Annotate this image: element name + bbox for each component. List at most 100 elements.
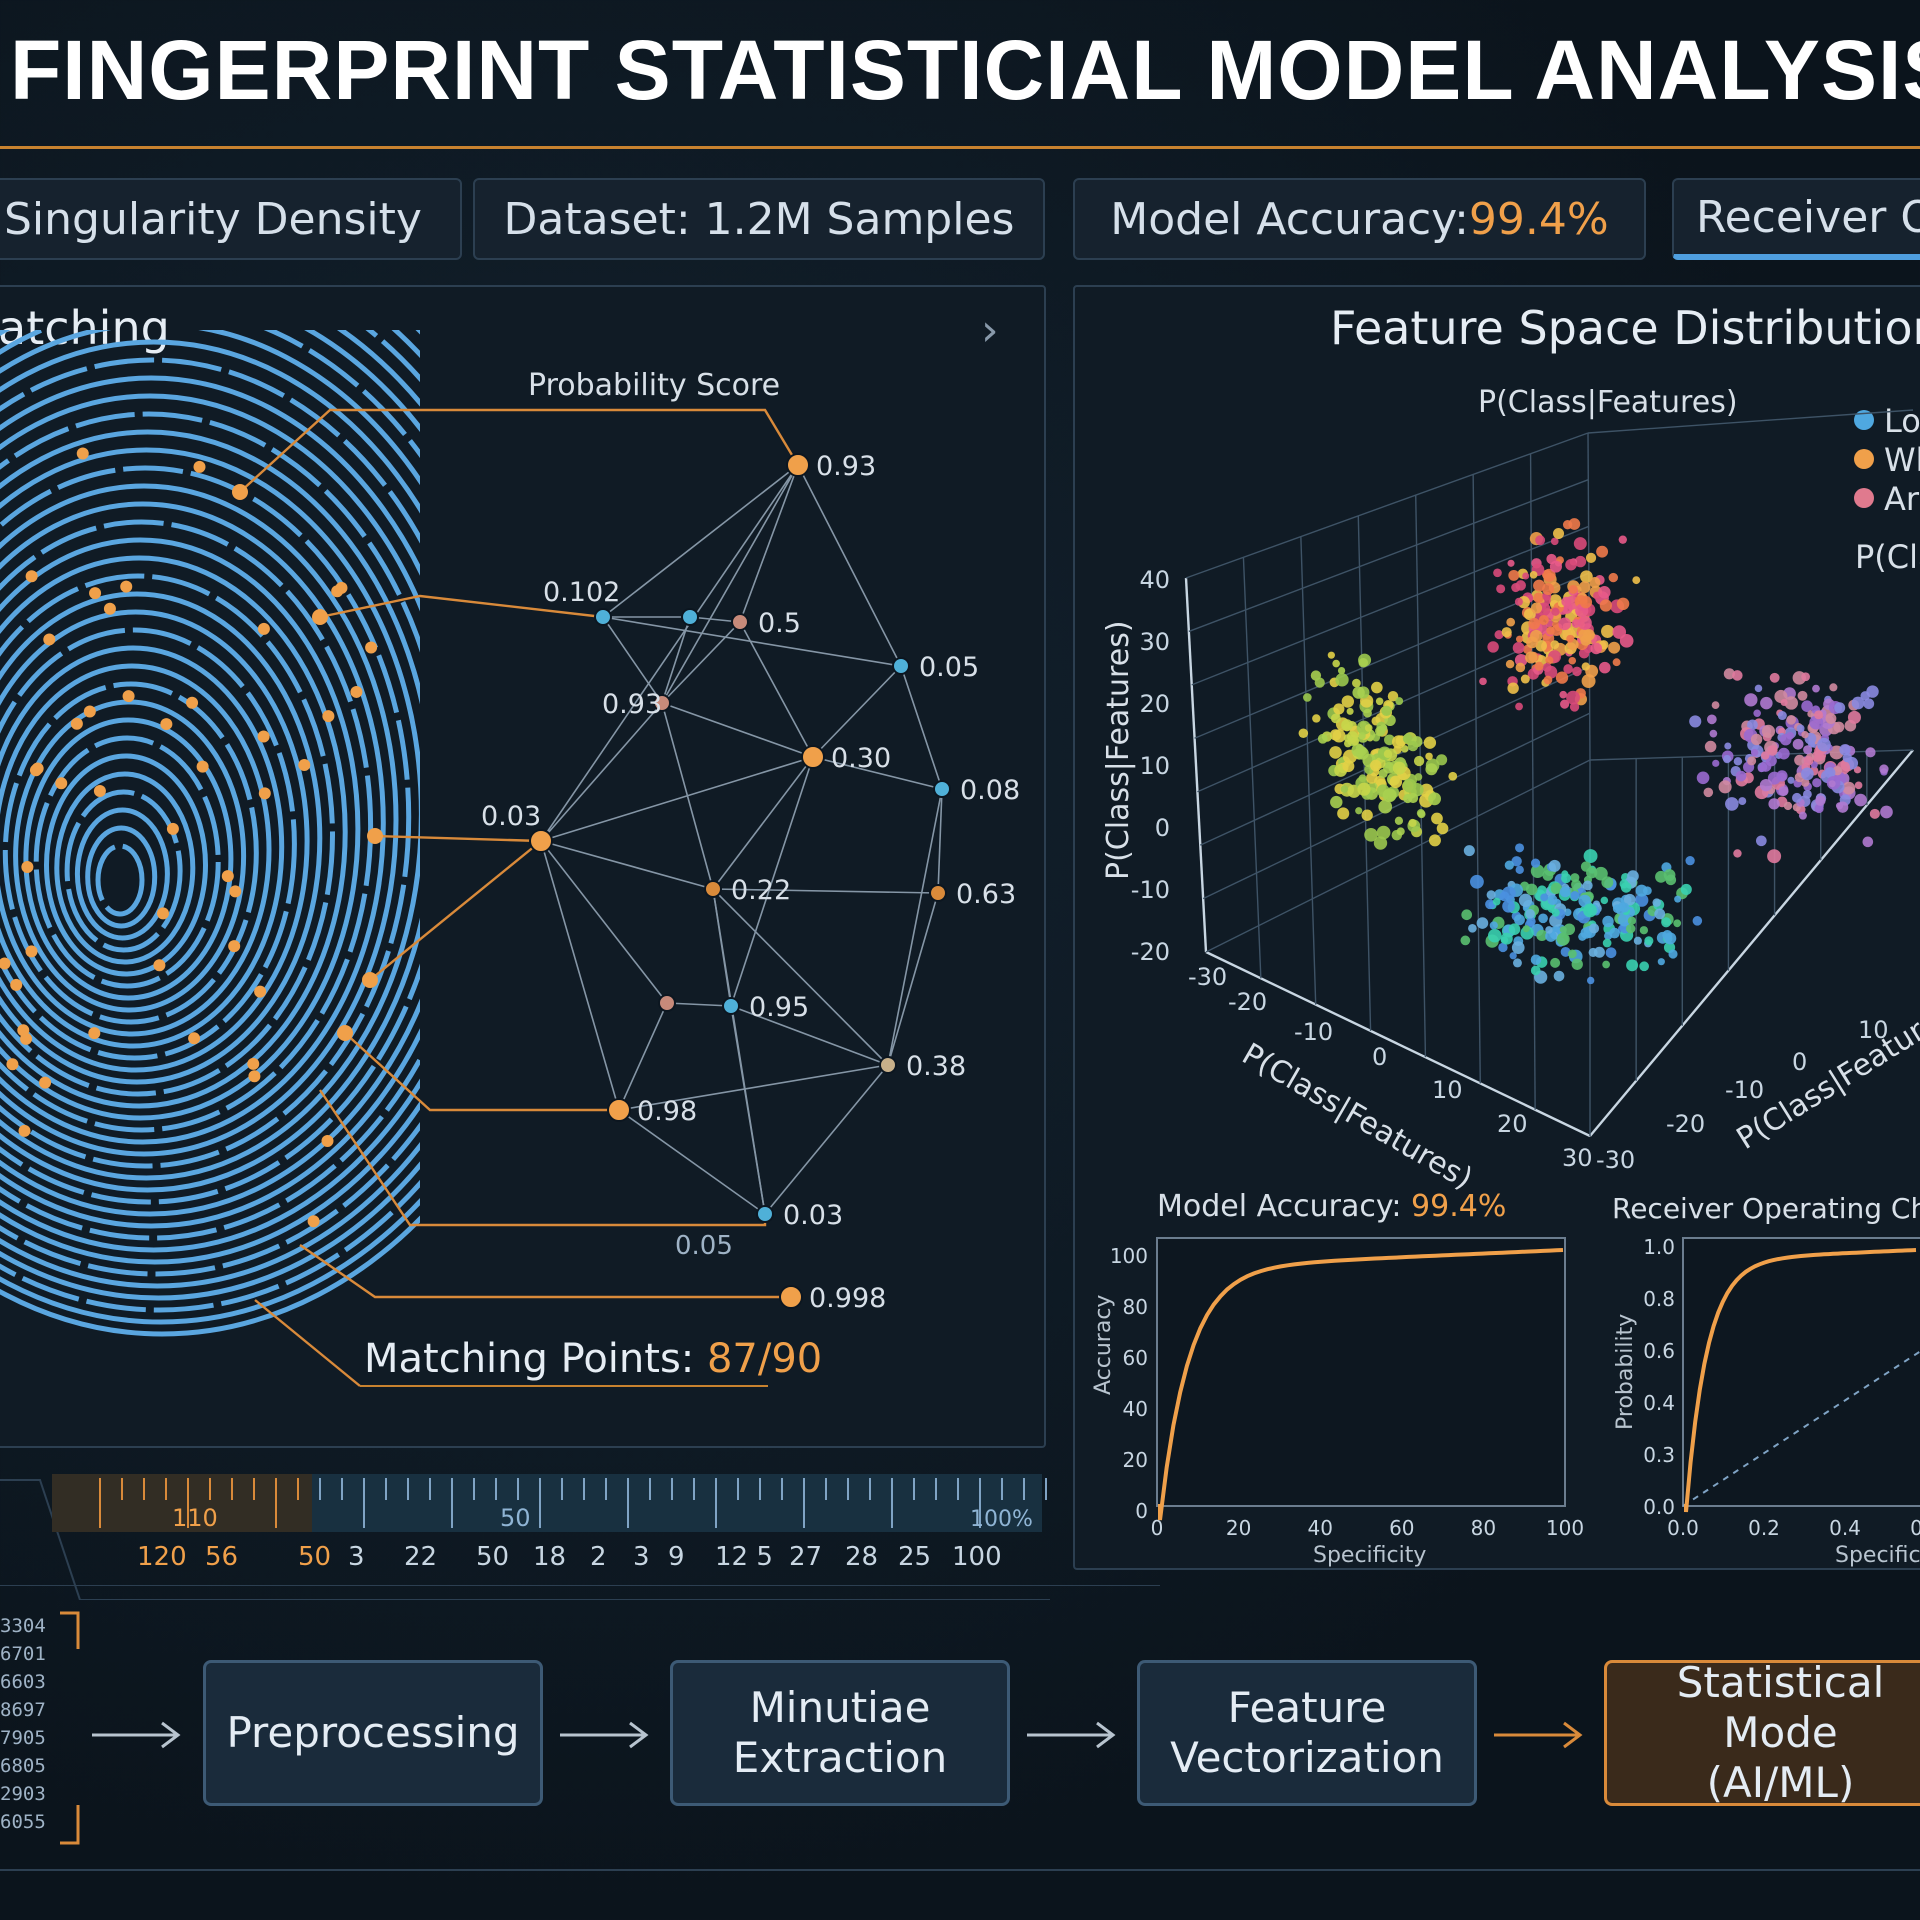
scatter-point <box>1341 719 1353 731</box>
pill-accent-value: 99.4% <box>1468 193 1609 245</box>
ridge-line <box>85 825 158 929</box>
pipeline-step-minutiae-extraction[interactable]: Minutiae Extraction <box>670 1660 1010 1806</box>
minutia-dot <box>120 580 133 593</box>
scatter-point <box>1834 702 1846 714</box>
pipeline-step-feature-vectorization[interactable]: Feature Vectorization <box>1137 1660 1477 1806</box>
feature-panel-title: Feature Space Distribution <box>1330 301 1920 355</box>
minutia-dot <box>229 885 242 898</box>
z-tick-label: -10 <box>1131 876 1170 904</box>
scatter-point <box>1407 740 1419 752</box>
z-tick-label: 40 <box>1139 566 1170 594</box>
scatter-point <box>1747 756 1757 766</box>
scatter-point <box>1333 703 1345 715</box>
network-edge <box>661 702 714 890</box>
scatter-point <box>1644 936 1654 946</box>
scatter-point <box>1796 724 1805 733</box>
network-node[interactable] <box>658 994 676 1012</box>
arrow-right-icon <box>560 1721 649 1749</box>
scatter-point <box>1525 651 1538 664</box>
scatter-point <box>1732 670 1743 681</box>
scatter-point <box>1396 827 1405 836</box>
scatter-point <box>1518 893 1533 907</box>
scatter-point <box>1555 671 1569 684</box>
scatter-point <box>1598 586 1611 599</box>
roc-tab[interactable]: Receiver Ope <box>1672 178 1920 260</box>
minutia-dot <box>10 978 23 991</box>
z-tick-label: 20 <box>1139 690 1170 718</box>
scatter-point <box>1413 755 1425 767</box>
scatter-point <box>1341 695 1355 708</box>
network-node[interactable] <box>801 745 825 769</box>
network-edge <box>712 888 939 894</box>
scatter-point <box>1664 932 1677 945</box>
roc-y-tick: 0.3 <box>1643 1443 1675 1467</box>
network-node[interactable] <box>529 829 553 853</box>
network-node[interactable] <box>731 613 749 631</box>
scatter-point <box>1525 883 1538 896</box>
legend-marker <box>1854 410 1874 430</box>
network-node[interactable] <box>722 997 740 1015</box>
grid-line <box>1587 409 1914 434</box>
network-node[interactable] <box>704 880 722 898</box>
grid-line <box>1188 479 1589 633</box>
ruler-top-label: 100% <box>970 1507 1033 1532</box>
scatter-point <box>1696 771 1710 785</box>
y-tick-label: -10 <box>1725 1076 1764 1104</box>
scatter-point <box>1357 746 1367 756</box>
scatter-point <box>1817 737 1831 752</box>
scatter-point <box>1525 909 1535 919</box>
pipeline-step-statistical-model[interactable]: Statistical Mode (AI/ML) <box>1604 1658 1920 1807</box>
scatter-point <box>1487 641 1499 653</box>
network-node[interactable] <box>779 1285 803 1309</box>
ridge-line <box>0 339 420 1253</box>
minutia-dot <box>88 1027 101 1040</box>
roc-y-tick: 0.0 <box>1643 1495 1675 1519</box>
scatter-point <box>1337 807 1350 820</box>
hex-code-list: 3304 6701 6603 8697 7905 6805 2903 6055 <box>0 1612 46 1836</box>
scatter-point <box>1559 926 1567 934</box>
network-node[interactable] <box>933 780 951 798</box>
accuracy-y-label: Accuracy <box>1091 1295 1116 1395</box>
scatter-point <box>1635 884 1648 897</box>
network-node[interactable] <box>879 1056 897 1074</box>
network-node[interactable] <box>929 884 947 902</box>
network-edge <box>812 756 943 790</box>
matching-panel-title: atching <box>0 301 170 355</box>
node-score-label: 0.03 <box>481 801 541 832</box>
scatter-point <box>1364 724 1373 732</box>
scatter-point <box>1812 684 1820 693</box>
network-node[interactable] <box>786 453 810 477</box>
scatter-point <box>1854 781 1863 790</box>
dataset-tab[interactable]: Dataset: 1.2M Samples <box>473 178 1045 260</box>
singularity-density-tab[interactable]: Singularity Density <box>0 178 462 260</box>
scatter-point <box>1571 879 1582 890</box>
scatter-point <box>1387 691 1399 702</box>
scatter-point <box>1657 958 1665 966</box>
scatter-point <box>1357 782 1371 796</box>
scatter-point <box>1787 776 1795 784</box>
network-node[interactable] <box>594 608 612 626</box>
node-score-label: 0.5 <box>758 608 801 639</box>
scatter-point <box>1550 957 1561 968</box>
scatter-point <box>1332 729 1346 743</box>
y-tick-label: -20 <box>1666 1110 1705 1138</box>
ridge-line <box>74 807 170 941</box>
network-node[interactable] <box>607 1098 631 1122</box>
scatter-point <box>1460 935 1471 946</box>
scatter-point <box>1508 569 1520 581</box>
scatter-point <box>1570 873 1580 883</box>
pipeline-step-preprocessing[interactable]: Preprocessing <box>203 1660 543 1806</box>
node-score-label: 0.93 <box>816 451 876 482</box>
network-node[interactable] <box>756 1205 774 1223</box>
network-node[interactable] <box>892 657 910 675</box>
chevron-right-icon[interactable]: › <box>981 305 999 356</box>
ruler-bottom-label: 28 <box>845 1542 878 1572</box>
scatter-point <box>1494 630 1504 640</box>
network-node[interactable] <box>681 608 699 626</box>
connector-line <box>369 840 542 981</box>
network-edge <box>618 1002 668 1111</box>
scatter-point <box>1673 919 1682 928</box>
model-accuracy-tab[interactable]: Model Accuracy: 99.4% <box>1073 178 1646 260</box>
network-node[interactable] <box>653 694 671 712</box>
